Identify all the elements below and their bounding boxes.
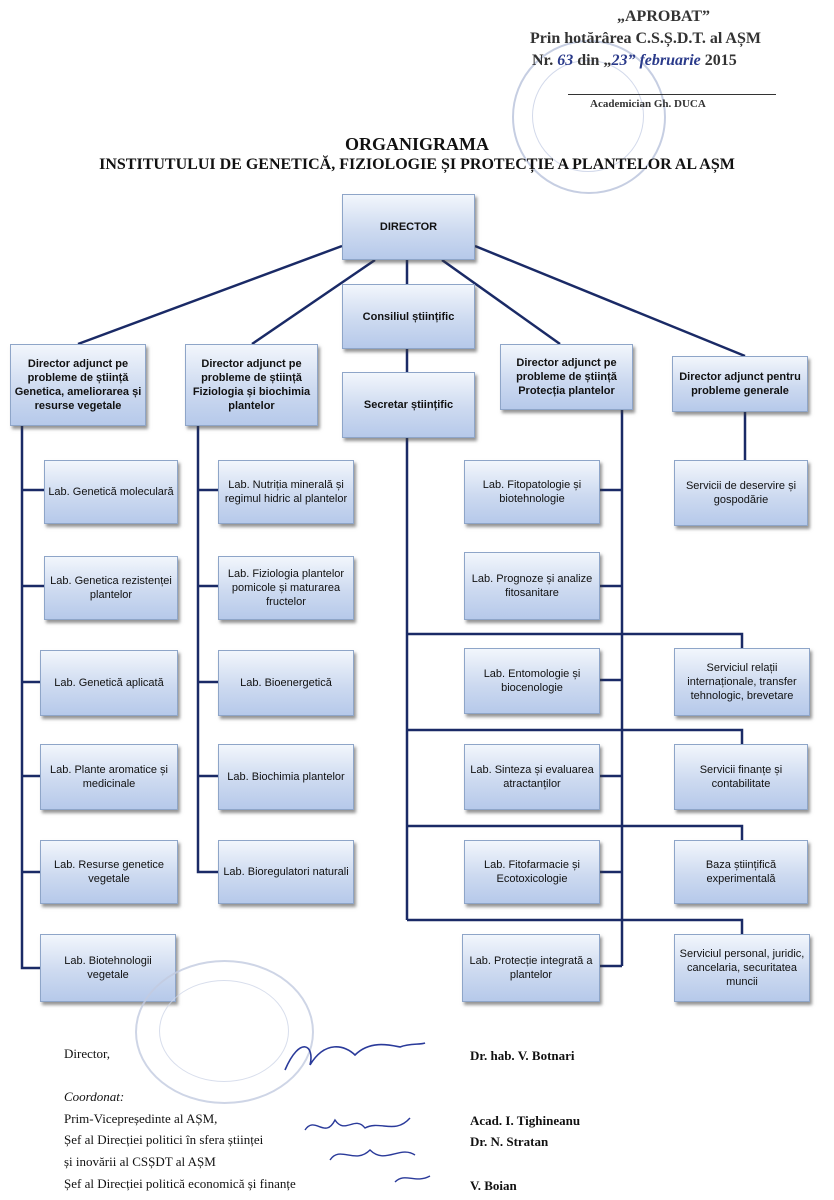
service-box: Servicii finanțe și contabilitate bbox=[674, 744, 808, 810]
lab-box: Lab. Genetică aplicată bbox=[40, 650, 178, 716]
connector-line bbox=[20, 426, 40, 970]
deputy-genetics-box: Director adjunct pe probleme de știință … bbox=[10, 344, 146, 426]
coordination-label: Coordonat: bbox=[64, 1089, 125, 1104]
lab-box: Lab. Biochimia plantelor bbox=[218, 744, 354, 810]
approval-date-value: 23” februarie bbox=[611, 52, 701, 69]
service-box: Serviciul personal, juridic, cancelaria,… bbox=[674, 934, 810, 1002]
approval-nr-value: 63 bbox=[557, 52, 574, 69]
connector-line bbox=[474, 244, 746, 358]
connector-line bbox=[441, 258, 561, 346]
lab-box: Lab. Genetica rezistenței plantelor bbox=[44, 556, 178, 620]
service-box: Servicii de deservire și gospodărie bbox=[674, 460, 808, 526]
approval-signatory: Academician Gh. DUCA bbox=[590, 98, 706, 110]
council-box: Consiliul științific bbox=[342, 284, 475, 349]
lab-box: Lab. Entomologie și biocenologie bbox=[464, 648, 600, 714]
director-box: DIRECTOR bbox=[342, 194, 475, 260]
connector-line bbox=[407, 728, 744, 744]
approval-decision: Prin hotărârea C.S.Ș.D.T. al AȘM bbox=[530, 30, 761, 47]
vp-name: Acad. I. Tighineanu bbox=[470, 1113, 581, 1128]
lab-box: Lab. Nutriția minerală și regimul hidric… bbox=[218, 460, 354, 524]
dir2-name: V. Boian bbox=[470, 1178, 517, 1193]
dir2-label: Șef al Direcției politică economică și f… bbox=[64, 1176, 296, 1191]
vp-label: Prim-Vicepreședinte al AȘM, bbox=[64, 1111, 218, 1126]
lab-box: Lab. Prognoze și analize fitosanitare bbox=[464, 552, 600, 620]
deputy-physiology-box: Director adjunct pe probleme de știință … bbox=[185, 344, 318, 426]
institute-stamp bbox=[135, 960, 314, 1104]
lab-box: Lab. Fitofarmacie și Ecotoxicologie bbox=[464, 840, 600, 904]
secretary-box: Secretar științific bbox=[342, 372, 475, 438]
page-title: ORGANIGRAMA bbox=[345, 134, 489, 154]
dir1-name: Dr. N. Stratan bbox=[470, 1134, 549, 1149]
connector-line bbox=[251, 258, 376, 346]
lab-box: Lab. Bioenergetică bbox=[218, 650, 354, 716]
approval-signature-line bbox=[568, 94, 776, 95]
connector-line bbox=[196, 426, 218, 874]
lab-box: Lab. Genetică moleculară bbox=[44, 460, 178, 524]
approval-nr-label: Nr. bbox=[532, 52, 554, 69]
director-label: Director, bbox=[64, 1046, 111, 1061]
approval-stamp bbox=[512, 40, 666, 194]
dir1-label-line2: și inovării al CSȘDT al AȘM bbox=[64, 1154, 216, 1169]
service-box: Serviciul relații internaționale, transf… bbox=[674, 648, 810, 716]
approval-label: „APROBAT” bbox=[617, 8, 711, 25]
lab-box: Lab. Fiziologia plantelor pomicole și ma… bbox=[218, 556, 354, 620]
director-name: Dr. hab. V. Botnari bbox=[470, 1048, 575, 1063]
lab-box: Lab. Fitopatologie și biotehnologie bbox=[464, 460, 600, 524]
connector-line bbox=[407, 824, 744, 840]
dir1-label-line1: Șef al Direcției politici în sfera știin… bbox=[64, 1132, 264, 1147]
deputy-general-box: Director adjunct pentru probleme general… bbox=[672, 356, 808, 412]
director-signature bbox=[284, 1042, 426, 1071]
approval-number-line: Nr. 63 din „23” februarie 2015 bbox=[532, 52, 737, 70]
connector-line bbox=[407, 632, 744, 648]
lab-box: Lab. Protecție integrată a plantelor bbox=[462, 934, 600, 1002]
lab-box: Lab. Plante aromatice și medicinale bbox=[40, 744, 178, 810]
connector-line bbox=[77, 244, 343, 346]
deputy-protection-box: Director adjunct pe probleme de știință … bbox=[500, 344, 633, 410]
lab-box: Lab. Sinteza și evaluarea atractanților bbox=[464, 744, 600, 810]
service-box: Baza științifică experimentală bbox=[674, 840, 808, 904]
page-subtitle: INSTITUTULUI DE GENETICĂ, FIZIOLOGIE ȘI … bbox=[99, 156, 735, 173]
approval-din-label: din „ bbox=[577, 52, 612, 69]
lab-box: Lab. Bioregulatori naturali bbox=[218, 840, 354, 904]
approval-year: 2015 bbox=[704, 52, 737, 69]
lab-box: Lab. Resurse genetice vegetale bbox=[40, 840, 178, 904]
connector-line bbox=[407, 918, 744, 934]
coordination-signatures bbox=[304, 1117, 431, 1183]
